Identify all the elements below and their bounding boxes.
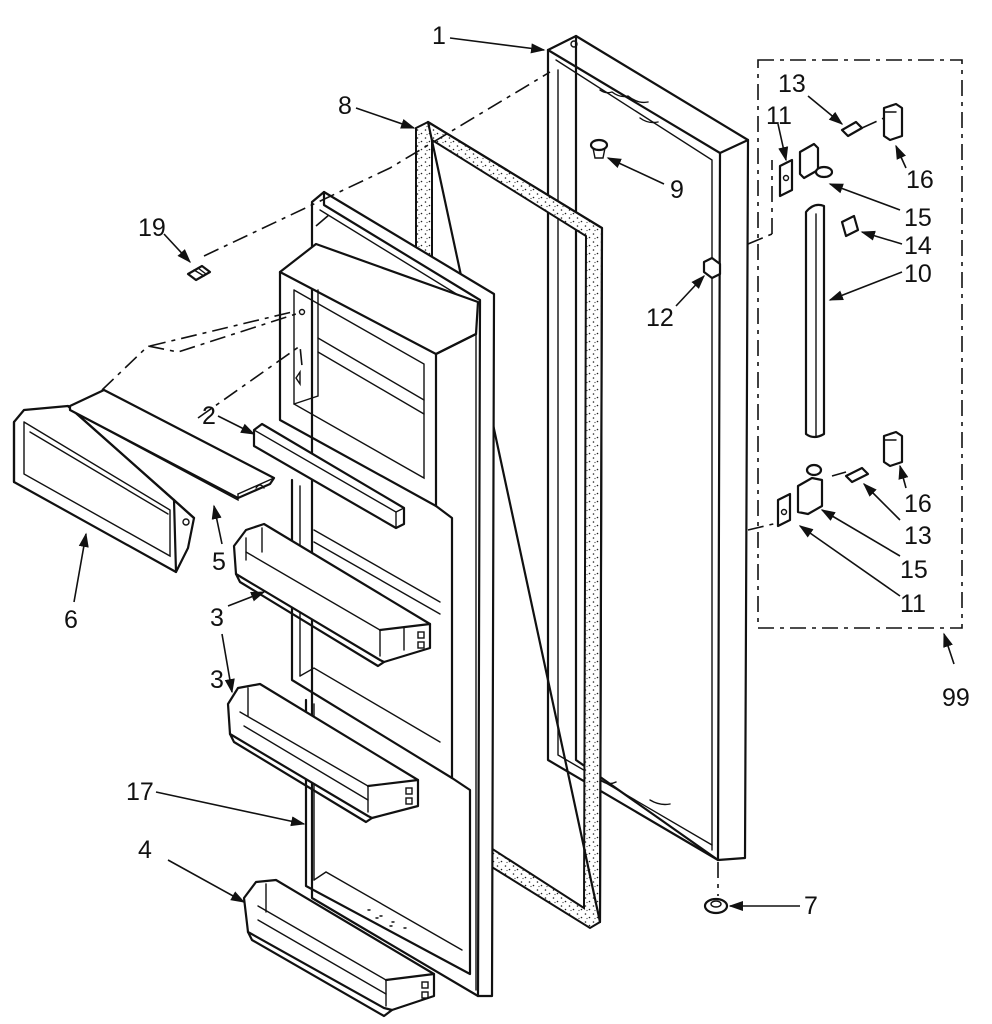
label-6: 6 (64, 606, 78, 634)
label-14: 14 (904, 232, 932, 260)
leader-lines (73, 37, 955, 912)
dairy-compartment-door (12, 404, 196, 574)
shelf-retainer-bar (252, 422, 406, 530)
door-shelf-bin-lower (226, 682, 420, 824)
label-8: 8 (338, 92, 352, 120)
door-stop-7 (703, 862, 729, 915)
hinge-bar-10 (804, 203, 826, 439)
label-3-lower: 3 (210, 666, 224, 694)
label-15-bottom: 15 (900, 556, 928, 584)
label-5: 5 (212, 548, 226, 576)
screw-19 (186, 264, 212, 282)
label-9: 9 (670, 176, 684, 204)
dairy-shelf-panel (68, 388, 276, 502)
label-1: 1 (432, 22, 446, 50)
label-15-top: 15 (904, 204, 932, 232)
label-13-top: 13 (778, 70, 806, 98)
clip-12 (702, 256, 722, 280)
label-99: 99 (942, 684, 970, 712)
label-17: 17 (126, 778, 154, 806)
label-12: 12 (646, 304, 674, 332)
hinge-bottom-assembly (776, 430, 904, 528)
label-13-bottom: 13 (904, 522, 932, 550)
plug-9 (589, 138, 609, 159)
label-4: 4 (138, 836, 152, 864)
door-shelf-bin-upper (232, 522, 432, 668)
label-3-upper: 3 (210, 604, 224, 632)
outer-door-panel (546, 34, 750, 862)
label-19: 19 (138, 214, 166, 242)
label-16-top: 16 (906, 166, 934, 194)
label-7: 7 (804, 892, 818, 920)
label-16-bottom: 16 (904, 490, 932, 518)
door-bottom-bin (242, 878, 436, 1018)
label-10: 10 (904, 260, 932, 288)
part-labels: 1 8 9 19 12 2 5 6 3 17 4 7 13 11 16 15 1… (64, 22, 970, 920)
label-2: 2 (202, 402, 216, 430)
label-11-bottom: 11 (900, 590, 926, 618)
label-11-top: 11 (766, 102, 792, 130)
hinge-top-assembly (778, 102, 904, 238)
